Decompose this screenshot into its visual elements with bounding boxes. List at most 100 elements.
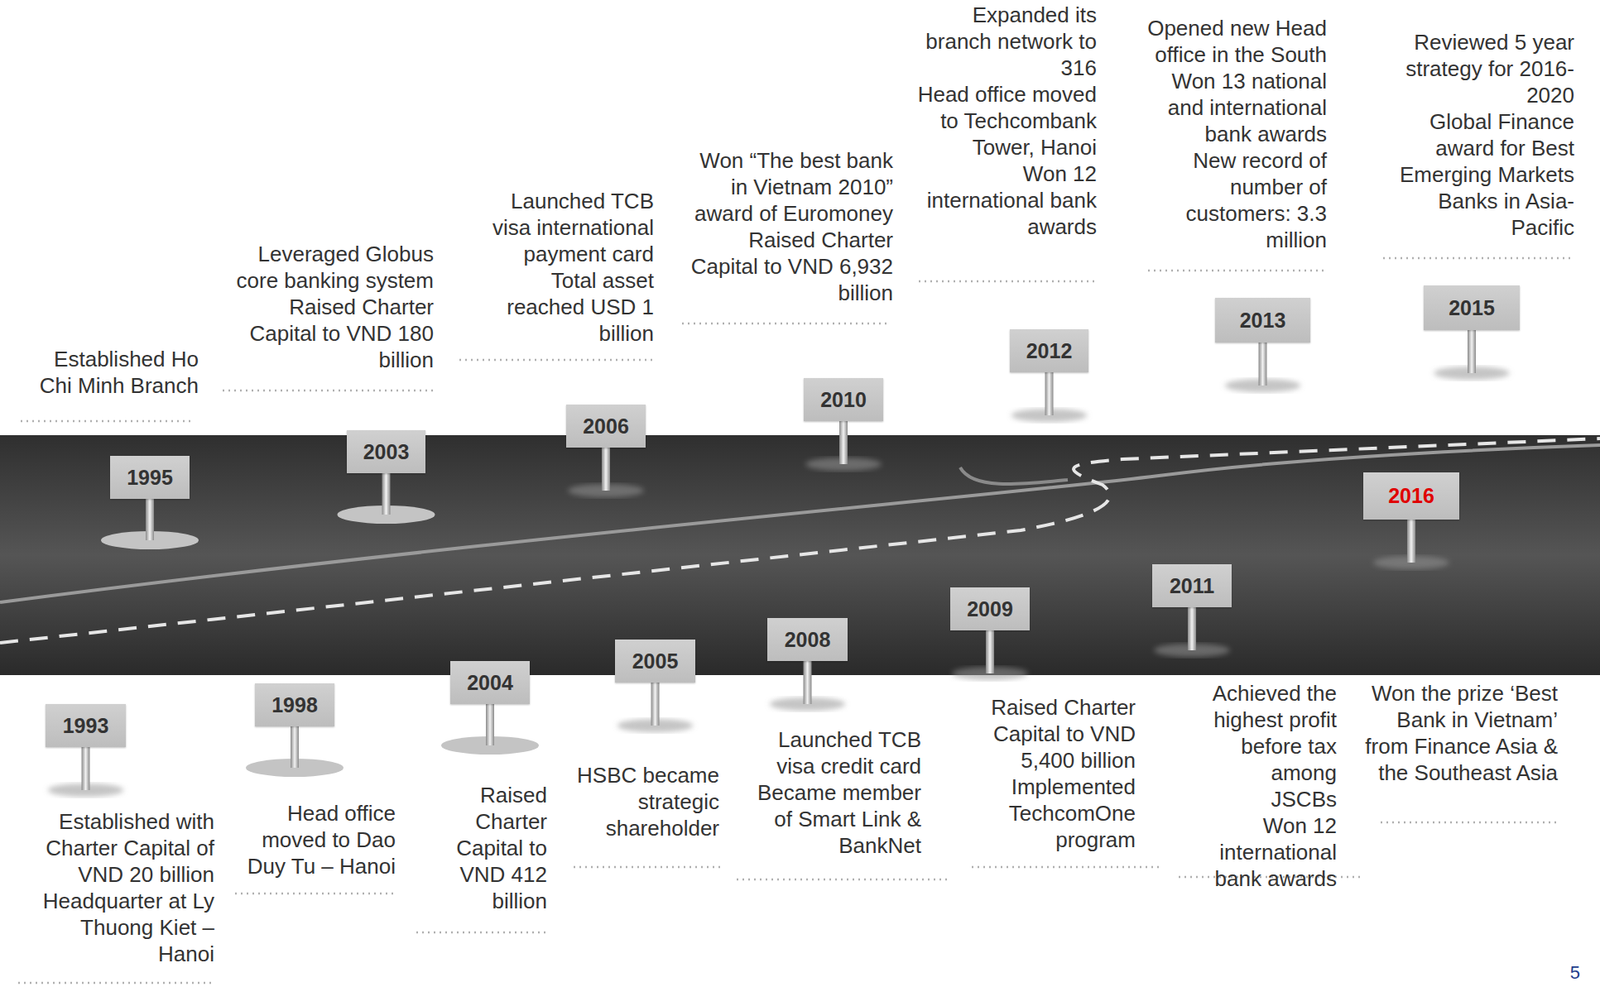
milestone-text: Won “The best bank in Vietnam 2010” awar… xyxy=(680,147,894,307)
year-label: 2005 xyxy=(632,649,679,674)
dotted-rule xyxy=(416,932,548,935)
sign-post xyxy=(1045,372,1054,416)
year-sign: 2013 xyxy=(1215,297,1311,343)
year-label: 1993 xyxy=(62,714,110,739)
year-sign: 1993 xyxy=(45,704,126,748)
year-label: 2015 xyxy=(1448,296,1495,321)
milestone-text: Launched TCB visa international payment … xyxy=(479,187,654,347)
milestone-note: Opened new Head office in the South xyxy=(1136,14,1327,68)
milestone-note: Global Finance award for Best Emerging M… xyxy=(1387,108,1575,241)
year-label: 2013 xyxy=(1239,308,1287,333)
dotted-rule xyxy=(971,866,1163,870)
milestone-text: Raised Charter Capital to VND 412 billio… xyxy=(446,782,548,915)
year-label: 2006 xyxy=(582,414,630,439)
sign-post xyxy=(1467,330,1476,374)
year-label: 1995 xyxy=(126,466,173,491)
year-label: 2010 xyxy=(820,388,867,413)
milestone-note: Raised Charter Capital to VND 412 billio… xyxy=(446,782,548,915)
milestone-note: Established Ho Chi Minh Branch xyxy=(27,345,199,399)
dotted-rule xyxy=(573,866,721,870)
year-sign: 2016 xyxy=(1363,472,1460,520)
milestone-note: Became member of Smart Link & BankNet xyxy=(744,779,922,860)
milestone-text: Opened new Head office in the SouthWon 1… xyxy=(1136,14,1327,254)
milestone-note: Won the prize ‘Best Bank in Vietnam’ fro… xyxy=(1359,680,1558,787)
year-sign: 2005 xyxy=(615,639,696,683)
milestone-note: Established with Charter Capital of VND … xyxy=(32,808,215,889)
sign-post xyxy=(803,661,813,705)
dotted-rule xyxy=(1383,257,1572,260)
year-label: 2008 xyxy=(784,628,832,653)
year-sign: 2011 xyxy=(1152,564,1232,608)
sign-post xyxy=(485,704,495,746)
year-label: 1998 xyxy=(271,693,318,718)
dotted-rule xyxy=(20,420,194,423)
year-sign: 2010 xyxy=(803,378,884,422)
sign-post xyxy=(601,447,611,491)
sign-post xyxy=(290,726,299,769)
milestone-note: Raised Charter Capital to VND 5,400 bill… xyxy=(979,694,1136,774)
year-sign: 2008 xyxy=(767,618,848,662)
milestone-note: Won 12 international bank awards xyxy=(1201,812,1337,893)
road-edge xyxy=(960,467,1068,485)
milestone-text: Launched TCB visa credit cardBecame memb… xyxy=(744,726,922,860)
dotted-rule xyxy=(1380,821,1557,825)
year-label: 2003 xyxy=(363,440,410,465)
milestone-note: New record of number of customers: 3.3 m… xyxy=(1136,147,1327,254)
milestone-text: Established with Charter Capital of VND … xyxy=(32,808,215,968)
road-centre-line xyxy=(0,438,1600,644)
year-sign: 1998 xyxy=(254,683,335,727)
milestone-text: Won the prize ‘Best Bank in Vietnam’ fro… xyxy=(1359,680,1558,787)
year-sign: 2015 xyxy=(1423,285,1520,331)
year-label: 2011 xyxy=(1169,574,1215,599)
milestone-note: Total asset reached USD 1 billion xyxy=(479,267,654,347)
dotted-rules xyxy=(18,258,1572,984)
sign-post xyxy=(839,421,848,465)
milestone-text: Raised Charter Capital to VND 5,400 bill… xyxy=(979,694,1136,854)
milestone-note: Head office moved to Techcombank Tower, … xyxy=(914,81,1097,161)
road-edge xyxy=(0,445,1600,603)
dotted-rule xyxy=(459,359,654,362)
milestone-note: Implemented TechcomOne program xyxy=(979,773,1136,854)
year-label: 2004 xyxy=(466,671,514,696)
milestone-text: Head office moved to Dao Duy Tu – Hanoi xyxy=(234,800,396,880)
road xyxy=(0,435,1600,676)
sign-post xyxy=(81,747,91,791)
milestone-note: Achieved the highest profit before tax a… xyxy=(1201,680,1337,813)
year-label: 2016 xyxy=(1388,484,1435,509)
milestone-text: Leveraged Globus core banking systemRais… xyxy=(224,240,434,374)
year-sign: 2009 xyxy=(950,587,1030,631)
year-sign: 2004 xyxy=(450,661,530,705)
sign-post xyxy=(1407,519,1416,563)
milestone-text: Achieved the highest profit before tax a… xyxy=(1201,680,1337,893)
page-number: 5 xyxy=(1570,962,1581,985)
dotted-rule xyxy=(736,879,949,882)
milestone-note: Won “The best bank in Vietnam 2010” awar… xyxy=(680,147,894,227)
milestone-note: Expanded its branch network to 316 xyxy=(914,1,1097,82)
milestone-text: Expanded its branch network to 316Head o… xyxy=(914,1,1097,241)
dotted-rule xyxy=(918,280,1095,284)
year-sign: 2012 xyxy=(1009,329,1089,373)
milestone-note: Leveraged Globus core banking system xyxy=(224,240,434,294)
sign-post xyxy=(651,682,660,726)
milestone-note: Won 13 national and international bank a… xyxy=(1136,67,1327,148)
sign-post xyxy=(1258,342,1268,386)
dotted-rule xyxy=(222,389,434,393)
milestone-note: Launched TCB visa international payment … xyxy=(479,187,654,268)
milestone-text: Established Ho Chi Minh Branch xyxy=(27,345,199,399)
year-sign: 2003 xyxy=(346,430,426,474)
sign-post xyxy=(1187,607,1197,651)
sign-post xyxy=(382,473,391,515)
milestone-note: Reviewed 5 year strategy for 2016-2020 xyxy=(1387,28,1575,109)
milestone-note: Raised Charter Capital to VND 180 billio… xyxy=(224,293,434,374)
milestone-note: Launched TCB visa credit card xyxy=(744,726,922,780)
milestone-note: Headquarter at Ly Thuong Kiet – Hanoi xyxy=(32,888,215,968)
dotted-rule xyxy=(682,322,890,326)
year-sign: 2006 xyxy=(566,404,646,448)
milestone-note: Raised Charter Capital to VND 6,932 bill… xyxy=(680,226,894,307)
year-label: 2009 xyxy=(966,597,1014,622)
dotted-rule xyxy=(18,982,215,985)
milestone-text: HSBC became strategic shareholder xyxy=(565,762,720,842)
sign-post xyxy=(985,630,995,674)
